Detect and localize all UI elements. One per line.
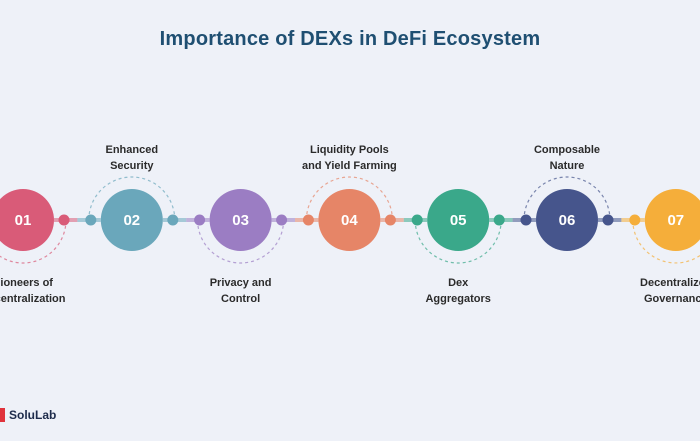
connector-dot xyxy=(85,214,97,226)
dashed-ring xyxy=(197,219,285,264)
dashed-ring xyxy=(414,219,502,264)
step-node-05: 05 xyxy=(414,189,502,264)
step-node-01: 01 xyxy=(0,189,67,264)
step-number: 01 xyxy=(15,212,32,229)
connector-dot xyxy=(493,214,505,226)
dashed-ring xyxy=(632,219,700,264)
step-node-06: 06 xyxy=(523,176,611,251)
dashed-ring xyxy=(523,176,611,221)
brand-logo: SoluLab xyxy=(0,406,56,424)
connector-dot xyxy=(276,214,288,226)
step-circle xyxy=(0,189,54,251)
step-circle xyxy=(427,189,490,251)
step-number: 07 xyxy=(667,212,684,229)
connector-dot xyxy=(520,214,532,226)
connector-dot xyxy=(194,214,206,226)
connector-dot xyxy=(384,214,396,226)
dashed-ring xyxy=(0,219,67,264)
step-circle xyxy=(536,189,598,251)
connector-dot xyxy=(629,214,641,226)
step-label-07: Decentralized Governance xyxy=(640,277,700,305)
step-label-05: Dex Aggregators xyxy=(425,277,491,305)
connector-dot xyxy=(602,214,614,226)
brand-name: SoluLab xyxy=(9,408,57,422)
step-node-02: 02 xyxy=(88,176,176,251)
step-number: 06 xyxy=(559,212,576,229)
step-number: 02 xyxy=(123,212,140,229)
connector-dot xyxy=(58,214,70,226)
step-label-01: Pioneers of Decentralization xyxy=(0,277,66,305)
dashed-ring xyxy=(88,176,176,221)
step-circle xyxy=(318,189,381,251)
step-circle xyxy=(209,189,272,251)
step-label-06: Composable Nature xyxy=(533,144,600,172)
step-node-07: 07 xyxy=(632,189,700,264)
step-label-04: Liquidity Pools and Yield Farming xyxy=(302,144,397,172)
page-title: Importance of DEXs in DeFi Ecosystem xyxy=(159,28,541,50)
step-number: 03 xyxy=(232,212,249,229)
step-label-02: Enhanced Security xyxy=(105,144,159,172)
connector-dot xyxy=(302,214,314,226)
step-circle xyxy=(100,189,163,251)
step-node-04: 04 xyxy=(305,176,393,251)
step-number: 05 xyxy=(450,212,467,229)
step-label-03: Privacy and Control xyxy=(209,277,272,305)
connector-dot xyxy=(411,214,423,226)
step-node-03: 03 xyxy=(197,189,285,264)
step-number: 04 xyxy=(341,212,358,229)
solulab-logo-icon xyxy=(0,408,5,422)
connector-dot xyxy=(167,214,179,226)
dashed-ring xyxy=(305,176,393,221)
step-circle xyxy=(644,189,700,251)
